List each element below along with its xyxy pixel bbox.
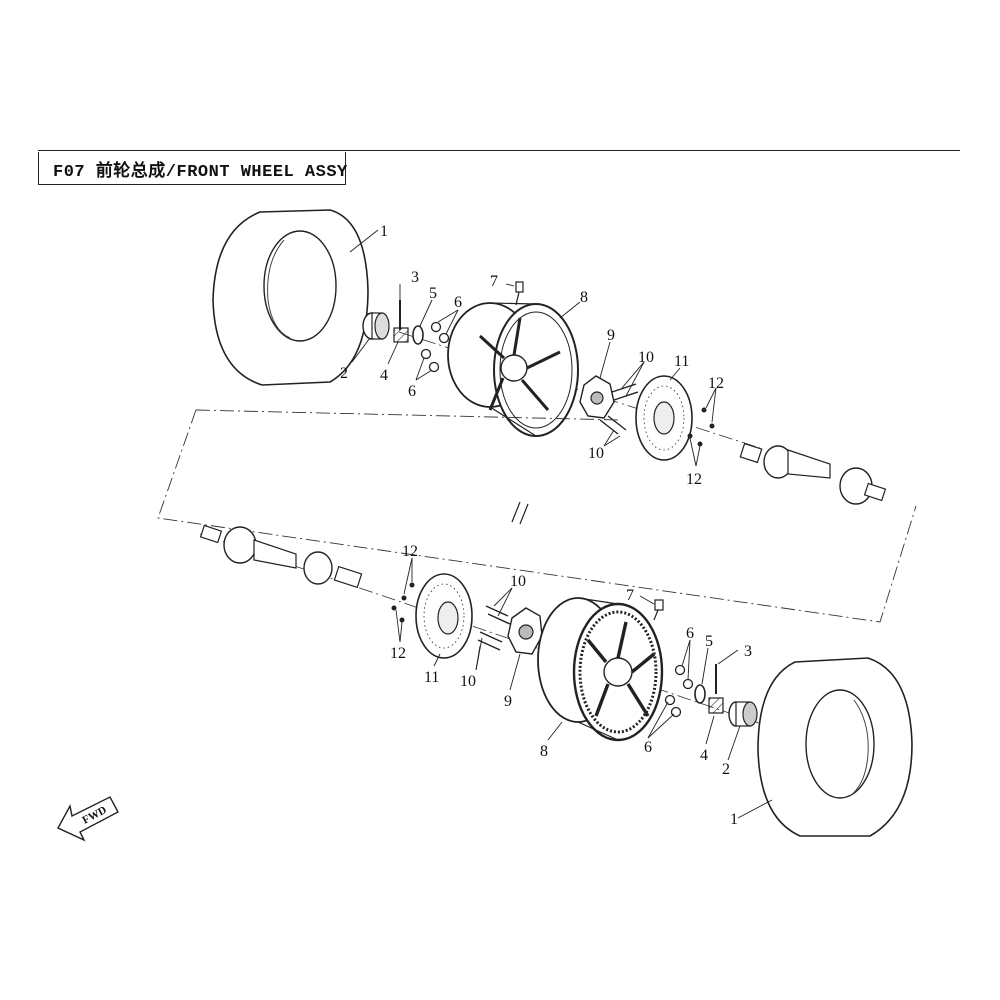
callout-lower-cap: 2 xyxy=(722,761,730,778)
callouts-lower: 12 12 11 10 10 9 8 7 6 6 5 3 4 2 1 xyxy=(390,543,752,828)
lower-castle-nut xyxy=(708,697,724,714)
callout-upper-brake-disc: 11 xyxy=(674,353,689,370)
callout-upper-lug-nut-a: 6 xyxy=(454,294,462,311)
upper-rim xyxy=(447,302,579,437)
callout-lower-washer: 5 xyxy=(705,633,713,650)
title-rule xyxy=(38,150,960,151)
callout-upper-hub-bolt-b: 10 xyxy=(588,445,604,462)
fwd-direction-marker: FWD xyxy=(57,796,119,842)
callout-upper-rim: 8 xyxy=(580,289,588,306)
callout-lower-disc-bolt-b: 12 xyxy=(390,645,406,662)
upper-disc-bolts xyxy=(687,407,715,447)
lower-assembly xyxy=(199,524,913,837)
callout-upper-lug-nut-b: 6 xyxy=(408,383,416,400)
upper-valve xyxy=(515,281,524,306)
page-title: F07 前轮总成/FRONT WHEEL ASSY xyxy=(53,163,348,182)
upper-washer xyxy=(412,325,424,345)
upper-lug-nuts xyxy=(420,321,450,373)
lower-cap xyxy=(728,701,758,727)
callout-lower-valve: 7 xyxy=(626,587,634,604)
callout-lower-hub-bolt-b: 10 xyxy=(460,673,476,690)
upper-drive-shaft xyxy=(739,442,887,505)
callout-lower-lug-nut-a: 6 xyxy=(686,625,694,642)
callout-upper-tire: 1 xyxy=(380,223,388,240)
lower-tire xyxy=(757,657,913,837)
callout-lower-tire: 1 xyxy=(730,811,738,828)
lower-washer xyxy=(694,684,706,704)
upper-hub xyxy=(579,375,615,419)
leader-lines xyxy=(349,229,773,819)
lower-hub-bolts xyxy=(477,605,511,651)
callout-lower-brake-disc: 11 xyxy=(424,669,439,686)
lower-drive-shaft xyxy=(199,524,363,589)
callout-lower-lug-nut-b: 6 xyxy=(644,739,652,756)
title-box: F07 前轮总成/FRONT WHEEL ASSY xyxy=(38,152,348,185)
callout-upper-cotter-pin: 3 xyxy=(411,269,419,286)
lower-brake-disc xyxy=(415,573,473,659)
callout-lower-disc-bolt-a: 12 xyxy=(402,543,418,560)
upper-brake-disc xyxy=(635,375,693,461)
lower-rim xyxy=(537,597,664,742)
callout-upper-cap: 2 xyxy=(340,365,348,382)
lower-valve xyxy=(653,599,664,621)
lower-disc-bolts xyxy=(391,582,415,623)
callout-upper-castle-nut: 4 xyxy=(380,367,388,384)
callout-upper-valve: 7 xyxy=(490,273,498,290)
upper-assembly xyxy=(212,209,887,505)
callout-upper-hub-bolt-a: 10 xyxy=(638,349,654,366)
callout-lower-rim: 8 xyxy=(540,743,548,760)
lower-hub xyxy=(507,607,543,655)
callouts-upper: 1 2 3 4 5 6 6 7 8 9 10 10 11 12 12 xyxy=(340,223,724,488)
upper-cap xyxy=(362,312,390,340)
upper-tire xyxy=(212,209,369,386)
callout-upper-disc-bolt-b: 12 xyxy=(686,471,702,488)
assembly-link xyxy=(157,409,917,623)
callout-upper-washer: 5 xyxy=(429,285,437,302)
callout-lower-hub: 9 xyxy=(504,693,512,710)
callout-upper-hub: 9 xyxy=(607,327,615,344)
callout-lower-castle-nut: 4 xyxy=(700,747,708,764)
callout-upper-disc-bolt-a: 12 xyxy=(708,375,724,392)
upper-castle-nut xyxy=(393,327,409,343)
callout-lower-cotter-pin: 3 xyxy=(744,643,752,660)
callout-lower-hub-bolt-a: 10 xyxy=(510,573,526,590)
